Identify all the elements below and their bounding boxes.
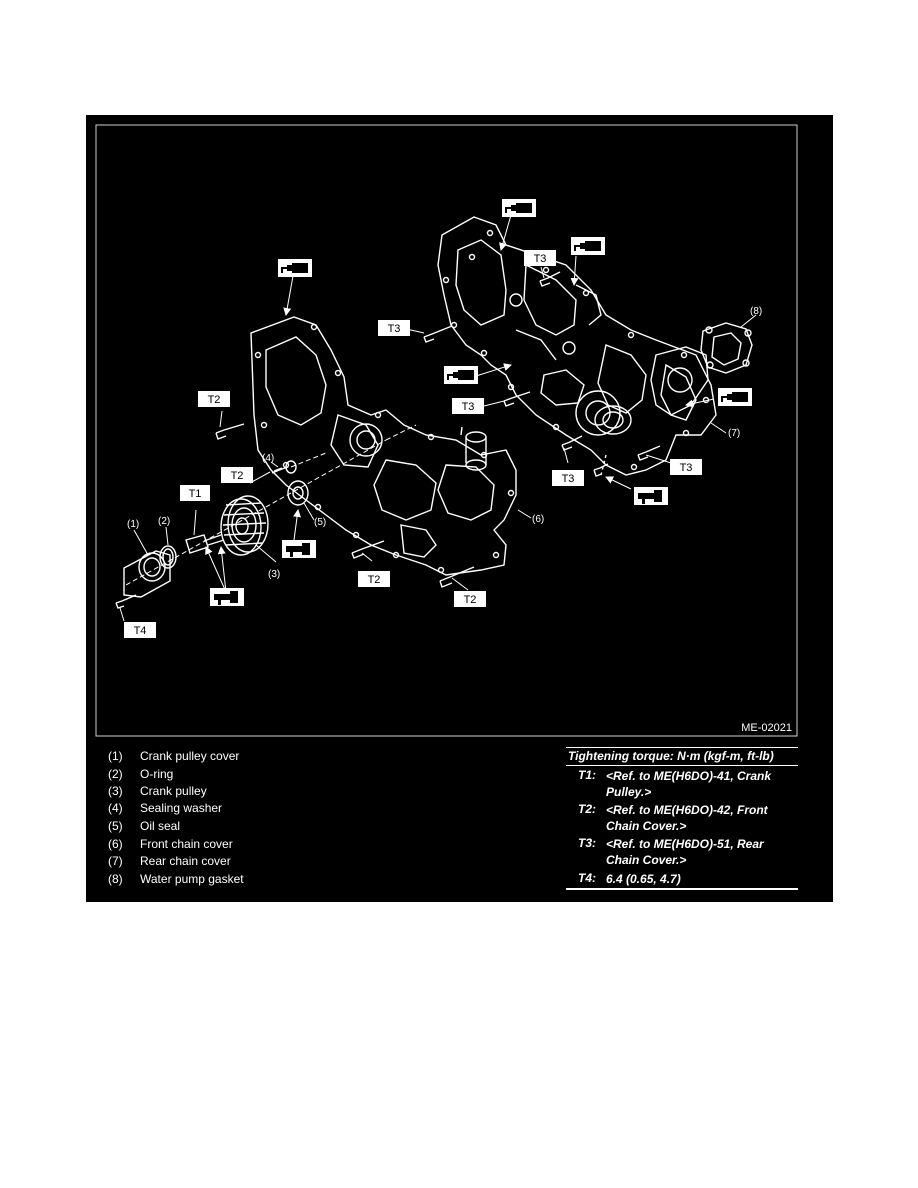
callout-2: (2) [158, 516, 170, 527]
liquid-gasket-icon [443, 365, 479, 385]
water-pump-gasket [700, 322, 753, 374]
svg-text:T3: T3 [462, 401, 475, 413]
callout-7: (7) [728, 428, 740, 439]
crank-pulley [220, 495, 269, 556]
svg-text:T4: T4 [134, 625, 147, 637]
callout-6: (6) [532, 514, 544, 525]
torque-heading: Tightening torque: N·m (kgf-m, ft-lb) [568, 749, 774, 763]
svg-text:T2: T2 [368, 574, 381, 586]
svg-text:T2: T2 [464, 594, 477, 606]
torque-heading-rule [566, 765, 798, 766]
torque-tag-t2: T2 [221, 467, 253, 483]
callout-8: (8) [750, 306, 762, 317]
oil-seal [287, 480, 309, 506]
liquid-gasket-icon [501, 198, 537, 218]
engine-oil-icon [282, 540, 316, 558]
torque-tag-t3: T3 [452, 398, 484, 414]
bolts [115, 271, 661, 609]
torque-tags: T1 T2 T2 T2 T2 T3 [124, 250, 702, 638]
engine-oil-icon [634, 487, 668, 505]
torque-tag-t2: T2 [358, 571, 390, 587]
torque-tag-t3: T3 [378, 320, 410, 336]
svg-text:T1: T1 [189, 488, 202, 500]
exploded-view-figure: T1 T2 T2 T2 T2 T3 [86, 115, 833, 902]
svg-text:T2: T2 [208, 394, 221, 406]
water-pump-housing [650, 346, 709, 416]
figure-code: ME-02021 [741, 722, 792, 734]
diagram-svg: T1 T2 T2 T2 T2 T3 [95, 124, 798, 737]
crank-pulley-cover [123, 550, 171, 598]
part-callouts: (1) (2) (3) (4) (5) (6) (7) (8) [127, 306, 762, 580]
center-lines [125, 424, 417, 586]
torque-bottom-rule [566, 888, 798, 890]
parts-legend: (1)Crank pulley cover (2)O-ring (3)Crank… [108, 749, 244, 886]
torque-top-rule [566, 747, 798, 748]
torque-table: Tightening torque: N·m (kgf-m, ft-lb) T1… [566, 743, 798, 891]
torque-tag-t2: T2 [454, 591, 486, 607]
figure-frame [95, 124, 798, 737]
crank-pulley-bolt [185, 534, 225, 554]
svg-text:T3: T3 [562, 473, 575, 485]
engine-oil-icon [210, 588, 244, 606]
leader-lines [119, 214, 757, 622]
torque-tag-t3: T3 [524, 250, 556, 266]
callout-5: (5) [314, 517, 326, 528]
callout-3: (3) [268, 569, 280, 580]
torque-tag-t2: T2 [198, 391, 230, 407]
torque-tag-t3: T3 [670, 459, 702, 475]
liquid-gasket-icon [570, 236, 606, 256]
svg-text:T3: T3 [680, 462, 693, 474]
liquid-gasket-icon [277, 258, 313, 278]
torque-tag-t1: T1 [180, 485, 210, 501]
torque-tag-t3: T3 [552, 470, 584, 486]
front-chain-cover [250, 316, 517, 576]
svg-text:T3: T3 [534, 253, 547, 265]
callout-4: (4) [262, 453, 274, 464]
torque-tag-t4: T4 [124, 622, 156, 638]
callout-1: (1) [127, 519, 139, 530]
liquid-gasket-icon [717, 387, 753, 407]
rear-chain-cover [437, 216, 717, 476]
svg-text:T3: T3 [388, 323, 401, 335]
rear-cover-crank-seal [594, 405, 632, 476]
svg-text:T2: T2 [231, 470, 244, 482]
